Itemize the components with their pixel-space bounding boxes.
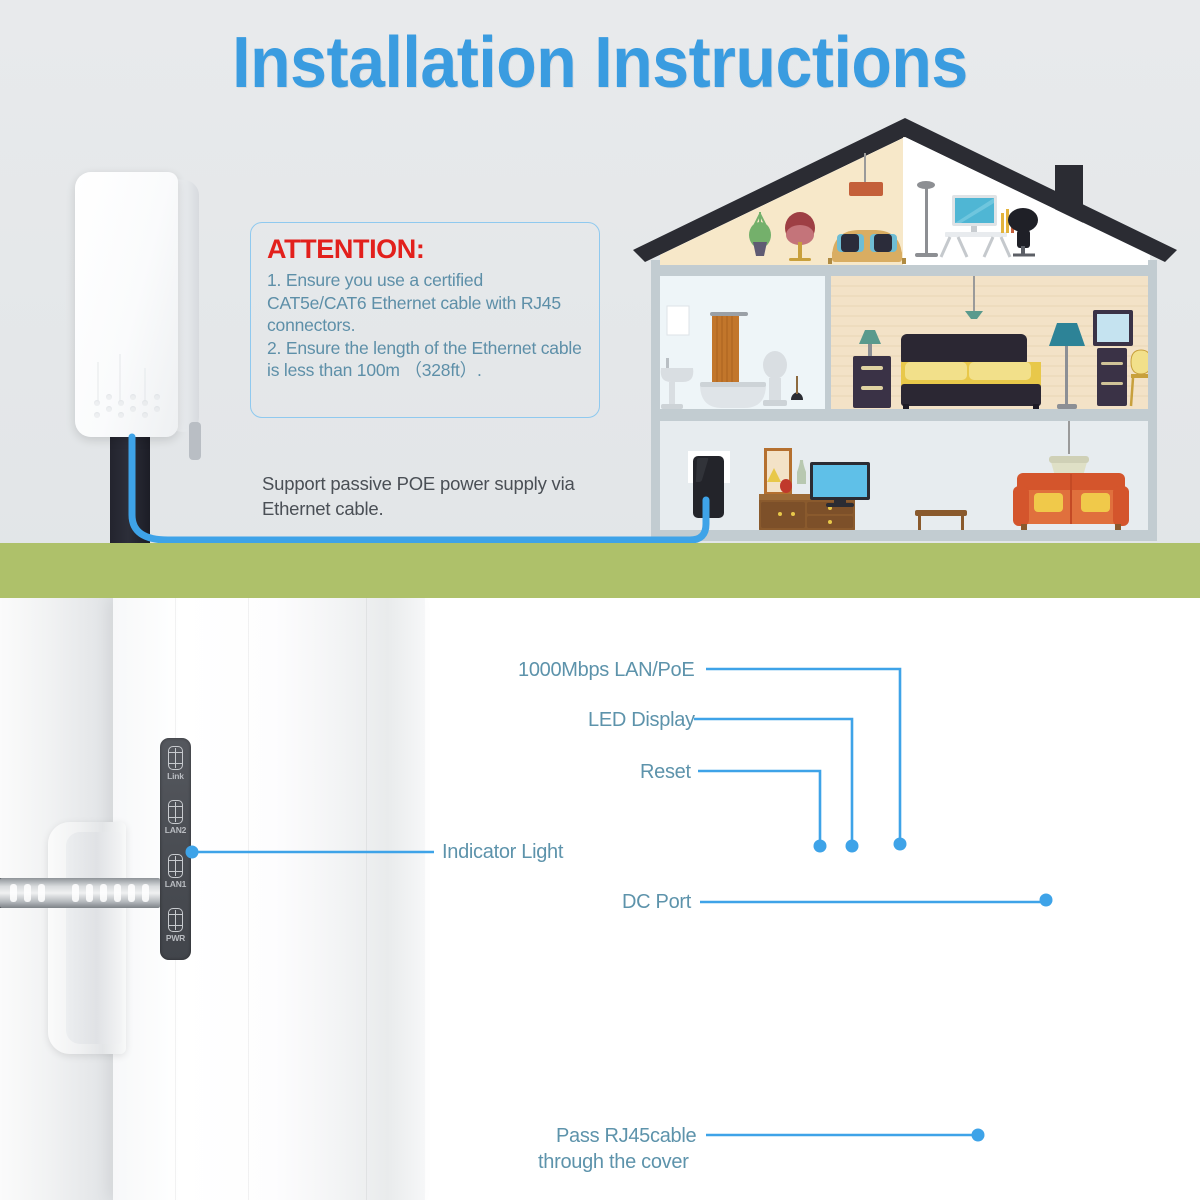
led-pwr: PWR	[160, 908, 191, 943]
attention-callout-box: ATTENTION: 1. Ensure you use a certified…	[250, 222, 600, 418]
page-title: Installation Instructions	[232, 23, 968, 103]
led-lan2: LAN2	[160, 800, 191, 835]
callout-indicator-light: Indicator Light	[442, 841, 564, 863]
attention-heading: ATTENTION:	[267, 234, 425, 264]
led-link-label: Link	[167, 771, 184, 781]
indicator-light-strip: Link LAN2 LAN1 PWR	[160, 738, 191, 960]
mounting-pole-top	[110, 418, 150, 546]
attention-item-1: 1. Ensure you use a certified CAT5e/CAT6…	[267, 270, 561, 336]
led-icon	[167, 908, 184, 932]
top-illustration-panel: Installation Instructions	[0, 0, 1200, 598]
led-pwr-label: PWR	[165, 933, 186, 943]
house-svg	[633, 118, 1177, 541]
cpe-vent-pattern	[89, 354, 167, 418]
led-icon	[167, 746, 184, 770]
house-cutaway-illustration	[625, 110, 1185, 545]
pole-mount-bracket	[48, 822, 126, 1054]
callout-lan-poe: 1000Mbps LAN/PoE	[518, 659, 695, 681]
cpe-side-latch	[189, 422, 201, 460]
led-link: Link	[160, 746, 191, 781]
led-icon	[167, 800, 184, 824]
callout-led-display: LED Display	[588, 709, 695, 731]
callout-pass-cable-line2: through the cover	[538, 1151, 689, 1173]
led-lan1: LAN1	[160, 854, 191, 889]
callout-reset: Reset	[640, 761, 691, 783]
led-icon	[167, 854, 184, 878]
attention-item-2: 2. Ensure the length of the Ethernet cab…	[267, 337, 582, 380]
led-lan1-label: LAN1	[164, 879, 187, 889]
ground-strip	[0, 543, 1200, 598]
bracket-inner	[66, 832, 122, 1044]
hose-clamp-strap	[0, 878, 160, 908]
cpe-front-panel	[75, 172, 178, 437]
led-lan2-label: LAN2	[164, 825, 187, 835]
bottom-detail-panel: LAN DC	[0, 598, 1200, 1200]
callout-pass-cable-line1: Pass RJ45cable	[556, 1125, 697, 1147]
poe-support-note: Support passive POE power supply via Eth…	[262, 473, 575, 519]
cpe-device-outdoor	[75, 172, 201, 460]
callout-dc-port: DC Port	[622, 891, 692, 913]
